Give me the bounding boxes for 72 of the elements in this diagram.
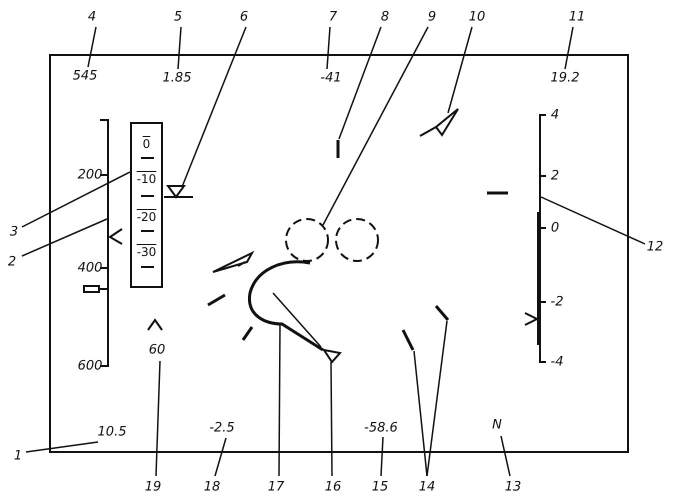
altitude-scale xyxy=(100,119,109,367)
leader-line xyxy=(26,441,98,453)
curve-symbol xyxy=(248,260,324,352)
callout-number: 11 xyxy=(568,10,586,24)
vertical-scale xyxy=(537,114,546,363)
leader-line xyxy=(447,26,473,114)
scale-label: 600 xyxy=(78,360,102,372)
triangle-marker xyxy=(322,348,342,364)
marker-bar xyxy=(434,305,450,321)
scale-label: -20 xyxy=(136,211,156,223)
leader-line xyxy=(426,320,448,476)
leader-line xyxy=(177,26,182,70)
callout-number: 6 xyxy=(240,10,248,24)
scale-label: 4 xyxy=(550,108,560,122)
readout-value: 19.2 xyxy=(550,72,580,84)
scale-label: -2 xyxy=(550,296,564,308)
scale-label: 0 xyxy=(550,222,560,234)
readout-value: N xyxy=(492,418,502,432)
aircraft-symbol xyxy=(419,108,459,137)
callout-number: 19 xyxy=(144,480,162,494)
callout-number: 14 xyxy=(418,480,436,494)
readout-value: 10.5 xyxy=(98,426,126,438)
readout-value: -41 xyxy=(320,72,342,84)
scale-box xyxy=(130,122,163,288)
leader-line xyxy=(338,26,382,140)
callout-number: 7 xyxy=(328,10,338,24)
scale-label: 2 xyxy=(550,170,560,182)
leader-line xyxy=(326,26,331,70)
callout-number: 3 xyxy=(10,226,18,238)
scale-label: -10 xyxy=(136,173,156,185)
callout-number: 10 xyxy=(468,10,486,24)
scale-label: -30 xyxy=(136,246,156,258)
leader-line xyxy=(413,350,428,476)
leader-line xyxy=(278,325,281,476)
callout-number: 13 xyxy=(504,480,522,494)
leader-line xyxy=(22,218,108,257)
callout-number: 2 xyxy=(8,256,16,268)
callout-number: 8 xyxy=(380,10,390,24)
leader-line xyxy=(87,26,97,68)
triangle-marker xyxy=(164,185,193,199)
leader-line xyxy=(322,26,429,226)
callout-number: 16 xyxy=(324,480,342,494)
leader-line xyxy=(22,171,130,228)
readout-value: 1.85 xyxy=(162,72,192,84)
leader-line xyxy=(330,362,333,476)
marker-bar xyxy=(336,140,340,158)
scale-label: 0 xyxy=(142,138,150,150)
dashed-circle xyxy=(335,218,379,262)
callout-number: 9 xyxy=(428,10,436,24)
callout-number: 18 xyxy=(204,480,220,494)
callout-number: 4 xyxy=(88,10,96,24)
dashed-circle xyxy=(285,218,329,262)
callout-number: 17 xyxy=(268,480,284,494)
callout-number: 1 xyxy=(14,450,22,462)
callout-number: 12 xyxy=(646,240,664,254)
callout-number: 5 xyxy=(174,10,182,24)
readout-value: 545 xyxy=(72,70,98,82)
readout-value: 60 xyxy=(148,344,166,356)
callout-number: 15 xyxy=(372,480,388,494)
readout-value: -58.6 xyxy=(364,422,398,434)
leader-line xyxy=(181,26,247,188)
leader-line xyxy=(540,196,646,245)
readout-value: -2.5 xyxy=(209,422,235,434)
leader-line xyxy=(155,360,161,476)
leader-line xyxy=(380,436,384,476)
scale-label: 400 xyxy=(78,262,102,274)
leader-line xyxy=(500,436,511,476)
scale-label: 200 xyxy=(78,168,102,182)
leader-line xyxy=(214,438,227,476)
marker-bar xyxy=(402,329,414,351)
leader-line xyxy=(564,26,574,70)
scale-label: -4 xyxy=(550,356,564,368)
